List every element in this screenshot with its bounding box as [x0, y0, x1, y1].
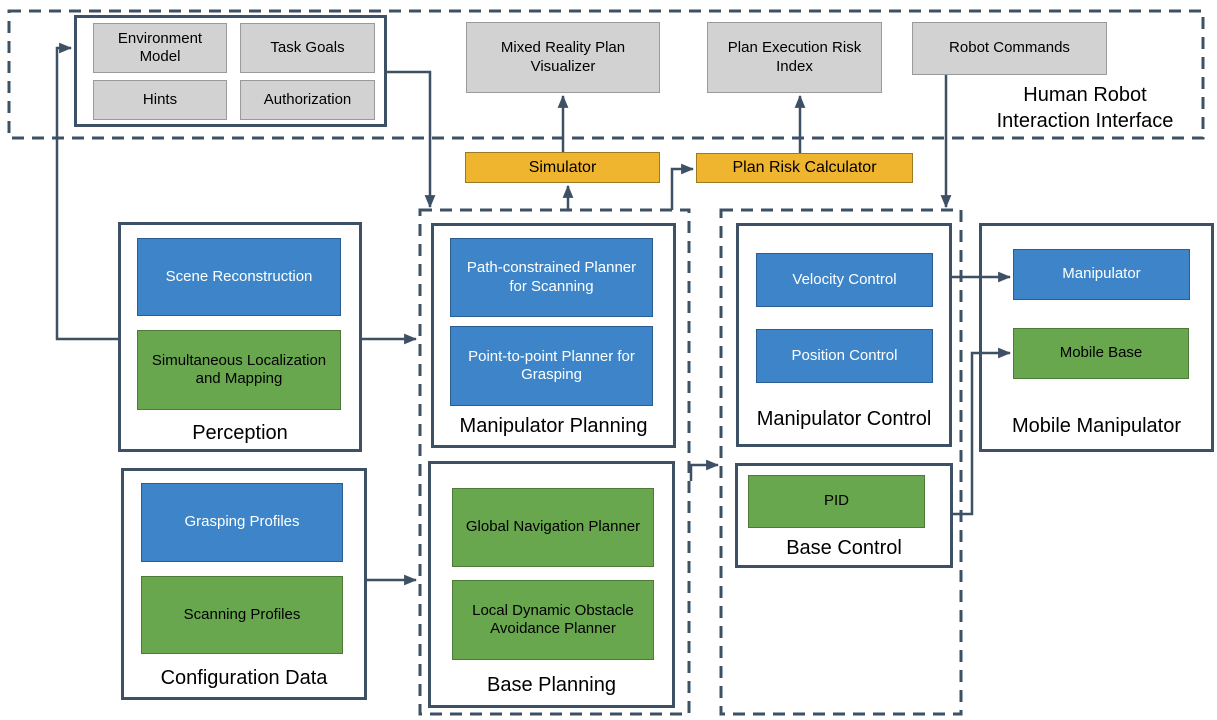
scene-reconstruction-label: Scene Reconstruction: [165, 267, 313, 285]
global-navigation-planner-label: Global Navigation Planner: [465, 518, 641, 536]
base-control-title: Base Control: [786, 537, 902, 559]
plan-execution-risk-index-label: Plan Execution Risk Index: [727, 39, 862, 75]
hri-title-line1: Human Robot: [1023, 84, 1147, 106]
manipulator-box: Manipulator: [1013, 249, 1190, 300]
manipulator-label: Manipulator: [1062, 265, 1141, 283]
authorization-box: Authorization: [240, 80, 375, 120]
path-constrained-planner-label: Path-constrained Planner for Scanning: [466, 259, 637, 295]
slam-box: Simultaneous Localization and Mapping: [137, 330, 341, 410]
global-navigation-planner-box: Global Navigation Planner: [452, 488, 654, 567]
robot-commands-box: Robot Commands: [912, 22, 1107, 75]
arrow-planning-to-risk-calculator: [670, 163, 695, 210]
point-to-point-planner-label: Point-to-point Planner for Grasping: [468, 347, 635, 383]
plan-execution-risk-index-box: Plan Execution Risk Index: [707, 22, 882, 93]
grasping-profiles-box: Grasping Profiles: [141, 483, 343, 562]
hints-box: Hints: [93, 80, 227, 120]
task-goals-label: Task Goals: [270, 38, 345, 56]
position-control-box: Position Control: [756, 329, 933, 383]
base-planning-title: Base Planning: [487, 674, 616, 696]
local-dynamic-planner-label: Local Dynamic Obstacle Avoidance Planner: [472, 601, 634, 637]
pid-box: PID: [748, 475, 925, 528]
hri-title: Human Robot Interaction Interface: [980, 82, 1190, 134]
scanning-profiles-label: Scanning Profiles: [183, 605, 301, 623]
hri-title-line2: Interaction Interface: [996, 110, 1174, 132]
configuration-data-container: [121, 468, 367, 700]
velocity-control-label: Velocity Control: [792, 270, 897, 288]
grasping-profiles-label: Grasping Profiles: [184, 513, 300, 531]
simulator-box: Simulator: [465, 152, 660, 183]
environment-model-label: Environment Model: [117, 29, 203, 65]
simulator-label: Simulator: [528, 158, 597, 176]
point-to-point-planner-box: Point-to-point Planner for Grasping: [450, 326, 653, 406]
mixed-reality-plan-visualizer-label: Mixed Reality Plan Visualizer: [500, 39, 626, 75]
manipulator-planning-title: Manipulator Planning: [459, 415, 648, 437]
robot-commands-label: Robot Commands: [949, 39, 1070, 57]
arrow-planning-to-control: [689, 459, 720, 481]
task-goals-box: Task Goals: [240, 23, 375, 73]
hints-label: Hints: [142, 90, 178, 108]
slam-label: Simultaneous Localization and Mapping: [151, 351, 327, 387]
mixed-reality-plan-visualizer-box: Mixed Reality Plan Visualizer: [466, 22, 660, 93]
mobile-base-box: Mobile Base: [1013, 328, 1189, 379]
authorization-label: Authorization: [263, 90, 352, 108]
velocity-control-box: Velocity Control: [756, 253, 933, 307]
mobile-manipulator-container: [979, 223, 1214, 452]
configuration-data-title: Configuration Data: [160, 667, 328, 689]
path-constrained-planner-box: Path-constrained Planner for Scanning: [450, 238, 653, 317]
local-dynamic-planner-box: Local Dynamic Obstacle Avoidance Planner: [452, 580, 654, 660]
mobile-manipulator-title: Mobile Manipulator: [1012, 415, 1181, 437]
pid-label: PID: [823, 492, 849, 510]
manipulator-control-title: Manipulator Control: [756, 408, 932, 430]
perception-title: Perception: [192, 422, 288, 444]
scene-reconstruction-box: Scene Reconstruction: [137, 238, 341, 316]
arrow-hri-inputs-to-planning: [387, 70, 436, 209]
perception-container: [118, 222, 362, 452]
mobile-base-label: Mobile Base: [1059, 344, 1143, 362]
environment-model-box: Environment Model: [93, 23, 227, 73]
scanning-profiles-box: Scanning Profiles: [141, 576, 343, 654]
plan-risk-calculator-label: Plan Risk Calculator: [732, 159, 877, 177]
position-control-label: Position Control: [791, 346, 898, 364]
plan-risk-calculator-box: Plan Risk Calculator: [696, 153, 913, 183]
